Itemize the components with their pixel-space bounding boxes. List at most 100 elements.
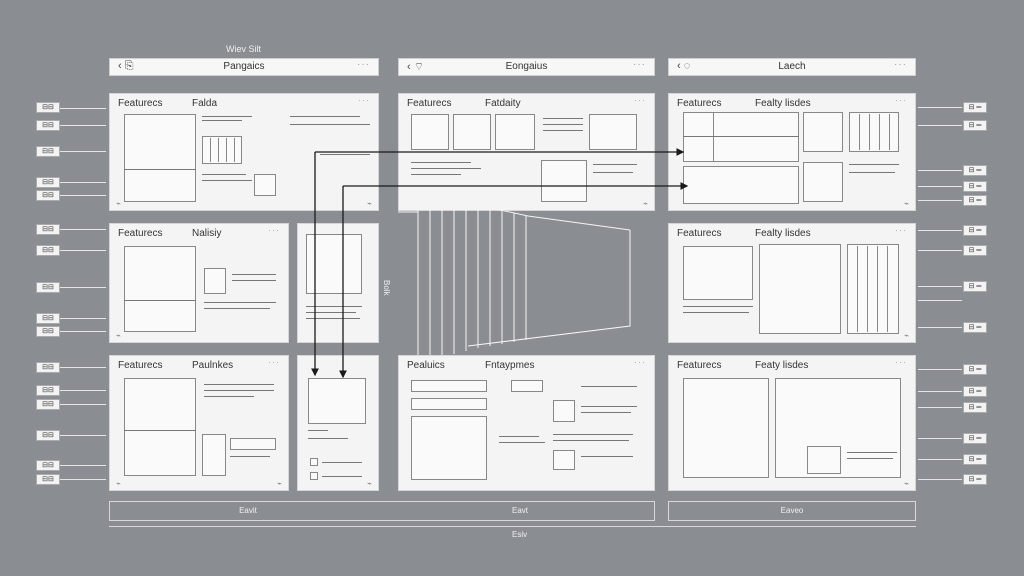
- panel-subheading: Fealty lisdes: [755, 228, 811, 239]
- vertical-label: Bolk: [382, 280, 391, 296]
- chart-thumbnail: [807, 446, 841, 474]
- tag[interactable]: ⊟⊟: [36, 177, 60, 188]
- tag[interactable]: ⊟ ═: [963, 433, 987, 444]
- checkbox[interactable]: [310, 472, 318, 480]
- panel-heading: Featurecs: [118, 98, 163, 109]
- panel-subheading: Paulnkes: [192, 360, 234, 371]
- tag[interactable]: ⊟ ═: [963, 120, 987, 131]
- tag[interactable]: ⊟ ═: [963, 245, 987, 256]
- image-placeholder: [683, 246, 753, 300]
- panel-3[interactable]: Featurecs Fealty lisdes ··· ⌁: [668, 93, 916, 211]
- panel-heading: Featurecs: [677, 228, 722, 239]
- tag[interactable]: ⊟⊟: [36, 385, 60, 396]
- panel-heading: Featurecs: [407, 98, 452, 109]
- more-icon[interactable]: ···: [895, 357, 907, 367]
- panel-4[interactable]: Featurecs Nalisiy ··· ⌁: [109, 223, 289, 343]
- nav-icon[interactable]: ‹ ⎘: [118, 60, 134, 72]
- panel-side[interactable]: [297, 223, 379, 343]
- more-icon[interactable]: ···: [633, 59, 646, 70]
- checkbox[interactable]: [310, 458, 318, 466]
- panel-6[interactable]: Featurecs Paulnkes ··· ⌁ ⌁: [109, 355, 289, 491]
- link-icon[interactable]: ⌁: [904, 479, 909, 488]
- tag[interactable]: ⊟ ═: [963, 181, 987, 192]
- panel-side-bottom[interactable]: ⌁: [297, 355, 379, 491]
- chart-thumbnail: [849, 112, 899, 152]
- more-icon[interactable]: ···: [357, 59, 370, 70]
- more-icon[interactable]: ···: [895, 225, 907, 235]
- tag[interactable]: ⊟ ═: [963, 474, 987, 485]
- input-placeholder: [411, 398, 487, 410]
- column-header-3[interactable]: ‹ ◌ Laech ···: [668, 58, 916, 76]
- diagram-title: Wiev Silt: [226, 44, 262, 54]
- more-icon[interactable]: ···: [894, 59, 907, 70]
- panel-5[interactable]: Featurecs Fealty lisdes ··· ⌁: [668, 223, 916, 343]
- perspective-diagram: [398, 191, 631, 356]
- tag[interactable]: ⊟⊟: [36, 224, 60, 235]
- chart-thumbnail: [541, 160, 587, 202]
- panel-heading: Featurecs: [677, 360, 722, 371]
- panel-7[interactable]: Pealuics Fntaypmes ···: [398, 355, 655, 491]
- tag[interactable]: ⊟⊟: [36, 245, 60, 256]
- column-title: Pangaics: [223, 61, 265, 72]
- tag[interactable]: ⊟ ═: [963, 281, 987, 292]
- link-icon[interactable]: ⌁: [643, 199, 648, 208]
- column-header-1[interactable]: ‹ ⎘ Pangaics ···: [109, 58, 379, 76]
- tag[interactable]: ⊟ ═: [963, 386, 987, 397]
- link-icon[interactable]: ⌁: [277, 479, 282, 488]
- input-placeholder: [511, 380, 543, 392]
- input-placeholder: [230, 438, 276, 450]
- footer-caption: Esiv: [512, 530, 528, 539]
- tag[interactable]: ⊟ ═: [963, 165, 987, 176]
- input-placeholder: [411, 380, 487, 392]
- tag[interactable]: ⊟ ═: [963, 322, 987, 333]
- more-icon[interactable]: ···: [634, 95, 646, 105]
- tag[interactable]: ⊟⊟: [36, 120, 60, 131]
- image-placeholder: [411, 114, 449, 150]
- footer-bar-2[interactable]: Eaveo: [668, 501, 916, 521]
- image-placeholder: [683, 166, 799, 204]
- more-icon[interactable]: ···: [268, 357, 280, 367]
- tag[interactable]: ⊟ ═: [963, 364, 987, 375]
- panel-heading: Pealuics: [407, 360, 445, 371]
- image-placeholder: [553, 450, 575, 470]
- link-icon[interactable]: ⌁: [116, 479, 121, 488]
- tag[interactable]: ⊟ ═: [963, 102, 987, 113]
- tag[interactable]: ⊟⊟: [36, 362, 60, 373]
- tag[interactable]: ⊟⊟: [36, 326, 60, 337]
- column-title: Laech: [778, 61, 806, 72]
- footer-divider: [109, 526, 916, 527]
- tag[interactable]: ⊟ ═: [963, 454, 987, 465]
- tag[interactable]: ⊟ ═: [963, 225, 987, 236]
- link-icon[interactable]: ⌁: [116, 331, 121, 340]
- link-icon[interactable]: ⌁: [367, 199, 372, 208]
- tag[interactable]: ⊟⊟: [36, 190, 60, 201]
- link-icon[interactable]: ⌁: [116, 199, 121, 208]
- link-icon[interactable]: ⌁: [904, 199, 909, 208]
- more-icon[interactable]: ···: [895, 95, 907, 105]
- panel-heading: Featurecs: [118, 360, 163, 371]
- tag[interactable]: ⊟⊟: [36, 313, 60, 324]
- more-icon[interactable]: ···: [268, 225, 280, 235]
- nav-icon[interactable]: ‹ ◌: [677, 60, 691, 72]
- chart-thumbnail: [847, 244, 899, 334]
- nav-icon[interactable]: ‹ ⌔: [407, 61, 425, 73]
- column-header-2[interactable]: ‹ ⌔ Eongaius ···: [398, 58, 655, 76]
- tag[interactable]: ⊟⊟: [36, 430, 60, 441]
- more-icon[interactable]: ···: [634, 357, 646, 367]
- link-icon[interactable]: ⌁: [367, 479, 372, 488]
- tag[interactable]: ⊟⊟: [36, 282, 60, 293]
- image-placeholder: [683, 112, 799, 162]
- tag[interactable]: ⊟ ═: [963, 402, 987, 413]
- tag[interactable]: ⊟⊟: [36, 102, 60, 113]
- tag[interactable]: ⊟⊟: [36, 399, 60, 410]
- tag[interactable]: ⊟⊟: [36, 146, 60, 157]
- more-icon[interactable]: ···: [358, 95, 370, 105]
- footer-bar-1[interactable]: Eavit Eavt: [109, 501, 655, 521]
- link-icon[interactable]: ⌁: [904, 331, 909, 340]
- tag[interactable]: ⊟ ═: [963, 195, 987, 206]
- tag[interactable]: ⊟⊟: [36, 474, 60, 485]
- panel-8[interactable]: Featurecs Featy lisdes ··· ⌁: [668, 355, 916, 491]
- tag[interactable]: ⊟⊟: [36, 460, 60, 471]
- chart-thumbnail: [803, 162, 843, 202]
- image-placeholder: [124, 246, 196, 332]
